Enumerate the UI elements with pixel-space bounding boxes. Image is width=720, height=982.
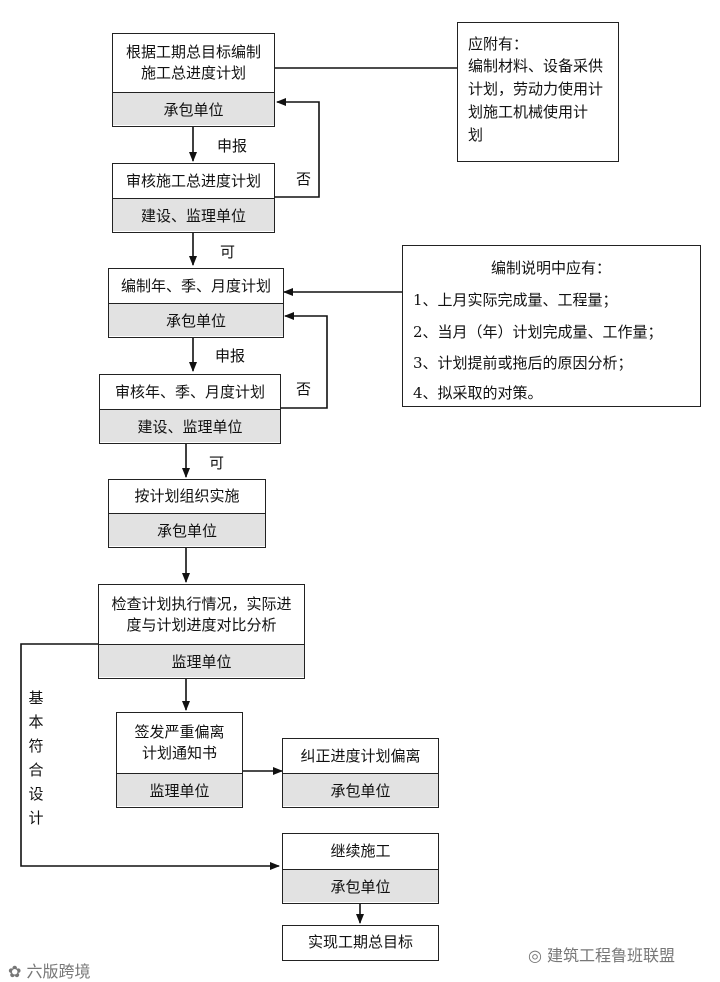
flow-box-role: 承包单位: [109, 303, 283, 336]
note-item: 2、当月（年）计划完成量、工作量；: [413, 323, 663, 341]
flow-box-title: 签发严重偏离计划通知书: [134, 723, 225, 762]
flow-box-title: 实现工期总目标: [307, 933, 413, 951]
flow-box-title: 检查计划执行情况，实际进度与计划进度对比分析: [111, 594, 292, 634]
flow-box-compile-periodic-plan: 编制年、季、月度计划 承包单位: [108, 268, 284, 338]
note-item: 1、上月实际完成量、工程量；: [413, 291, 618, 309]
label-yes-1: 可: [220, 243, 236, 261]
note-item: 4、拟采取的对策。: [413, 384, 543, 402]
flow-box-compile-master-schedule: 根据工期总目标编制施工总进度计划 承包单位: [112, 33, 275, 127]
label-report-1: 申报: [217, 137, 248, 155]
flow-box-role: 建设、监理单位: [113, 198, 274, 231]
note-explanation: 编制说明中应有： 1、上月实际完成量、工程量； 2、当月（年）计划完成量、工作量…: [402, 245, 701, 407]
flow-box-issue-deviation-notice: 签发严重偏离计划通知书 监理单位: [116, 712, 243, 808]
note-attachments: 应附有： 编制材料、设备采供 计划，劳动力使用计 划施工机械使用计 划: [457, 22, 619, 162]
flow-box-role: 承包单位: [109, 513, 265, 546]
note-line: 计划，劳动力使用计: [468, 80, 604, 98]
label-no-2: 否: [296, 380, 312, 398]
flow-box-role: 承包单位: [283, 773, 438, 806]
flow-box-role: 建设、监理单位: [100, 409, 280, 442]
label-report-2: 申报: [215, 347, 246, 365]
flow-box-check-progress: 检查计划执行情况，实际进度与计划进度对比分析 监理单位: [98, 584, 305, 679]
flow-box-role: 监理单位: [99, 644, 304, 677]
note-title: 编制说明中应有：: [491, 259, 612, 277]
label-no-1: 否: [296, 170, 312, 188]
flow-box-title: 根据工期总目标编制施工总进度计划: [125, 43, 261, 82]
flow-box-implement-plan: 按计划组织实施 承包单位: [108, 479, 266, 548]
flow-box-title: 审核施工总进度计划: [125, 171, 261, 190]
flow-box-achieve-target: 实现工期总目标: [282, 925, 439, 961]
note-item: 3、计划提前或拖后的原因分析；: [413, 354, 633, 372]
flow-box-role: 承包单位: [113, 92, 274, 125]
flow-box-continue-construction: 继续施工 承包单位: [282, 833, 439, 904]
note-title: 应附有：: [468, 35, 529, 53]
watermark-logo-icon: ✿: [8, 962, 27, 981]
flow-box-title: 纠正进度计划偏离: [300, 746, 421, 765]
note-line: 划施工机械使用计: [468, 103, 589, 121]
flow-box-title: 按计划组织实施: [134, 487, 240, 505]
flow-box-review-master-schedule: 审核施工总进度计划 建设、监理单位: [112, 163, 275, 233]
flow-box-title: 编制年、季、月度计划: [120, 276, 271, 295]
watermark-right: ◎ 建筑工程鲁班联盟: [528, 946, 676, 965]
wechat-icon: ◎: [528, 946, 548, 965]
label-yes-2: 可: [209, 454, 225, 472]
note-line: 编制材料、设备采供: [468, 57, 604, 75]
flow-box-correct-deviation: 纠正进度计划偏离 承包单位: [282, 738, 439, 808]
label-basic-conformity: 基本符合设计: [28, 689, 44, 827]
flow-box-role: 监理单位: [117, 773, 242, 806]
flow-box-title: 继续施工: [330, 842, 391, 860]
flow-box-title: 审核年、季、月度计划: [114, 382, 265, 401]
flow-box-role: 承包单位: [283, 869, 438, 902]
flow-box-review-periodic-plan: 审核年、季、月度计划 建设、监理单位: [99, 374, 281, 444]
watermark-left: ✿ 六版跨境: [8, 962, 91, 981]
note-line: 划: [468, 126, 484, 144]
